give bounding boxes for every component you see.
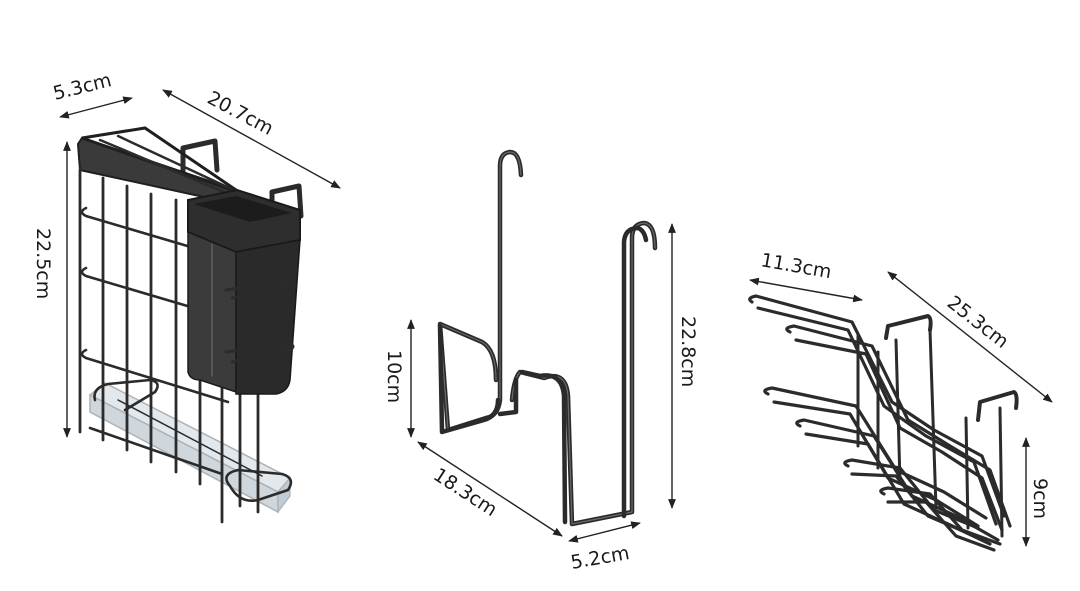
lid-holder-height-label: 22.8cm [677, 316, 699, 387]
lid-holder-tall-label: 10cm [383, 350, 405, 403]
cabinet-rack-dimension-arrows [749, 271, 1053, 547]
lid-holder-depth-label: 5.2cm [569, 542, 631, 574]
rack-depth-label: 11.3cm [759, 249, 833, 283]
caddy-height-label: 22.5cm [32, 228, 54, 299]
caddy-width-label: 20.7cm [204, 87, 277, 140]
caddy-depth-label: 5.3cm [51, 69, 114, 105]
sink-caddy-dimension-arrows [59, 89, 341, 438]
sink-caddy-illustration [76, 126, 304, 524]
lid-holder-dimension-arrows [407, 223, 676, 543]
rack-height-label: 9cm [1029, 478, 1051, 519]
lid-holder-illustration [437, 149, 658, 527]
